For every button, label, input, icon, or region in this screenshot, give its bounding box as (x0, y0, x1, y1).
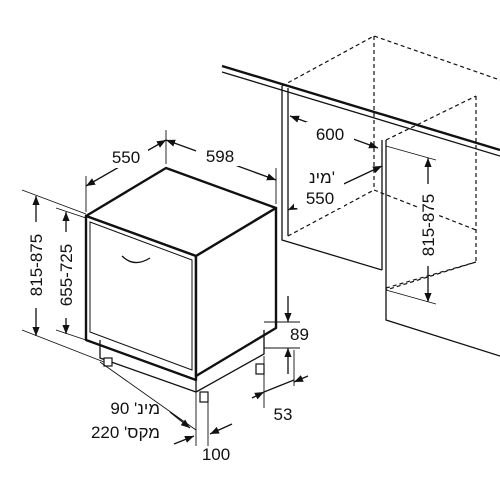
worktop-edge (221, 64, 500, 152)
niche-floor-back (373, 189, 477, 231)
niche-left-wall (281, 86, 383, 271)
niche-min-dimension: מינ' 550 (287, 164, 383, 211)
worktop-underside (221, 71, 500, 157)
depth-dimension: 550 (85, 130, 167, 212)
plinth-height-label: 89 (290, 325, 309, 344)
niche-width-label: 600 (316, 125, 344, 144)
niche-floor-left (287, 189, 375, 237)
plinth-depth-label: 53 (274, 405, 293, 424)
foot-back-right (255, 363, 265, 375)
niche-height-dimension: 815-875 (385, 145, 438, 305)
niche-min-value: 550 (306, 189, 334, 208)
installation-niche (221, 35, 500, 357)
niche-top-right (385, 95, 477, 141)
plinth-side (195, 330, 265, 393)
plinth-depth-dimension: 53 (251, 350, 309, 424)
niche-min-label: מינ' (309, 168, 335, 187)
width-label: 598 (206, 147, 234, 166)
door-gap-max-label: מקס' 220 (91, 423, 160, 442)
niche-width-dimension: 600 (289, 115, 379, 149)
door-height-label: 655-725 (57, 244, 76, 306)
door-handle (121, 255, 151, 264)
door-gap-dimension: מינ' 90 מקס' 220 (91, 361, 197, 446)
door-height-dimension: 655-725 (55, 207, 87, 341)
niche-right-wall (385, 140, 500, 357)
niche-floor-right (385, 261, 477, 289)
dishwasher-body (84, 166, 278, 403)
niche-back-top (281, 35, 500, 87)
unit-height-label: 815-875 (27, 234, 46, 296)
depth-label: 550 (112, 148, 140, 167)
foot-front-left (103, 357, 113, 367)
plinth-front (99, 340, 197, 393)
foot-offset-label: 100 (202, 445, 230, 464)
width-dimension: 598 (165, 139, 277, 204)
unit-height-dimension: 815-875 (21, 189, 105, 363)
door-gap-min-label: מינ' 90 (110, 399, 160, 418)
foot-offset-dimension: 100 (173, 402, 233, 464)
plinth-height-dimension: 89 (264, 296, 309, 374)
niche-height-label: 815-875 (419, 194, 438, 256)
foot-front-right (199, 391, 209, 403)
